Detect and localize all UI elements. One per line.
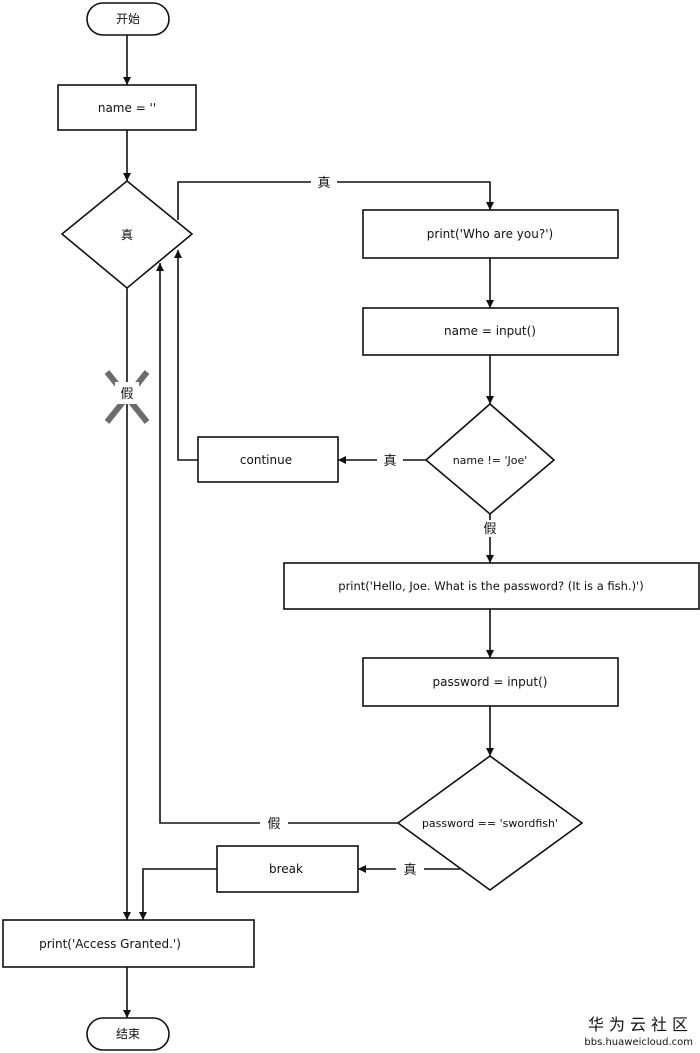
node-print-granted-label: print('Access Granted.') [39,937,181,951]
node-print-granted: print('Access Granted.') [2,919,255,968]
node-input-password-label: password = input() [433,675,548,689]
crossed-marker-icon [104,370,150,424]
edge-pw-false [156,263,398,824]
node-password-condition-label: password == 'swordfish' [422,817,558,830]
watermark-url: bbs.huaweicloud.com [584,1037,693,1048]
node-break: break [216,845,359,893]
node-password-condition: password == 'swordfish' [396,755,584,891]
node-end: 结束 [86,1017,170,1051]
node-name-condition-label: name != 'Joe' [453,454,528,467]
node-break-label: break [269,862,303,876]
edge-labels: 真 假 真 假 假 真 [120,174,503,878]
edge-break-granted [139,868,217,920]
node-input-name: name = input() [362,307,619,356]
node-input-password: password = input() [362,657,619,707]
watermark: 华为云社区 bbs.huaweicloud.com [584,1015,693,1048]
edge-label-loop-false: 假 [120,387,133,402]
edge-continue-loop [174,250,198,461]
node-print-hello: print('Hello, Joe. What is the password?… [283,562,700,610]
node-continue-label: continue [240,453,292,467]
node-name-condition: name != 'Joe' [424,402,556,516]
edge-label-pw-false: 假 [267,817,280,832]
edge-label-name-true: 真 [383,454,396,469]
node-loop-condition-label: 真 [121,228,133,242]
node-loop-condition: 真 [60,179,194,290]
node-init-label: name = '' [98,101,156,115]
node-end-label: 结束 [116,1027,140,1041]
node-input-name-label: name = input() [444,324,536,338]
edge-label-pw-true: 真 [403,863,416,878]
node-print-who: print('Who are you?') [362,209,619,259]
node-continue: continue [197,436,339,483]
edge-label-loop-true: 真 [317,176,330,191]
node-print-who-label: print('Who are you?') [427,227,553,241]
node-start-label: 开始 [116,12,140,26]
edge-label-name-false: 假 [483,522,496,537]
node-print-hello-label: print('Hello, Joe. What is the password?… [338,579,643,593]
watermark-title: 华为云社区 [588,1015,693,1034]
node-start: 开始 [86,2,170,36]
node-init: name = '' [57,84,197,131]
